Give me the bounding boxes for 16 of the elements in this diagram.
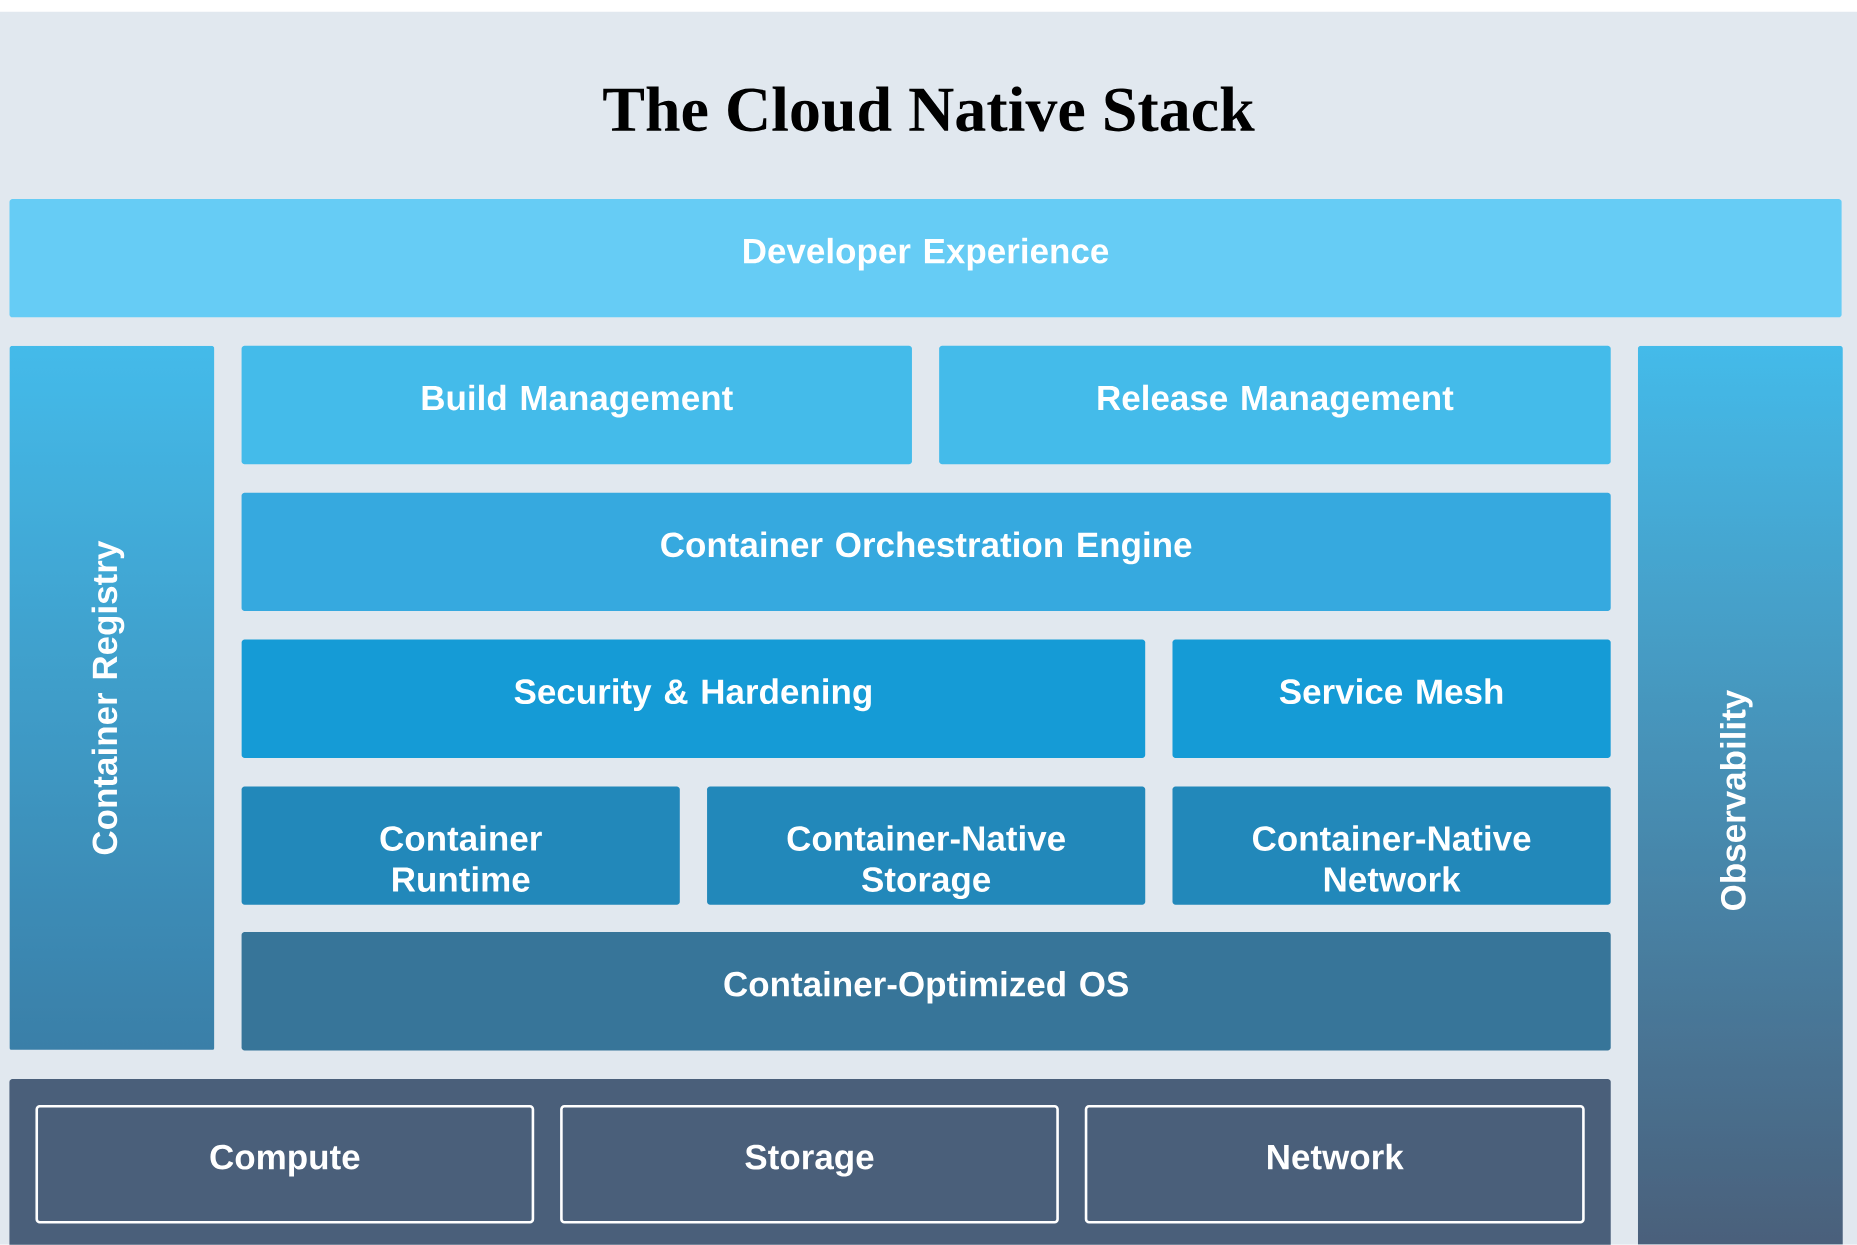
- title: The Cloud Native Stack: [603, 86, 1255, 132]
- layer-box: Service Mesh: [1172, 639, 1611, 759]
- resource-box: Storage: [560, 1105, 1059, 1224]
- layer-box: Release Management: [939, 346, 1611, 465]
- layer-box: Security & Hardening: [241, 639, 1146, 759]
- resource-box: Network: [1084, 1105, 1585, 1224]
- layer-box: Container-Native Storage: [707, 786, 1146, 905]
- side-pillar: Observability: [1720, 690, 1753, 911]
- layer-box: Container-Optimized OS: [241, 932, 1611, 1051]
- layer-box: Developer Experience: [9, 199, 1842, 318]
- layer-box: Container Orchestration Engine: [241, 492, 1611, 612]
- layer-box: Container Runtime: [241, 786, 680, 905]
- resource-box: Compute: [35, 1105, 535, 1224]
- side-pillar: Container Registry: [91, 541, 125, 855]
- layer-box: Build Management: [241, 346, 912, 465]
- layer-box: Container-Native Network: [1172, 786, 1611, 905]
